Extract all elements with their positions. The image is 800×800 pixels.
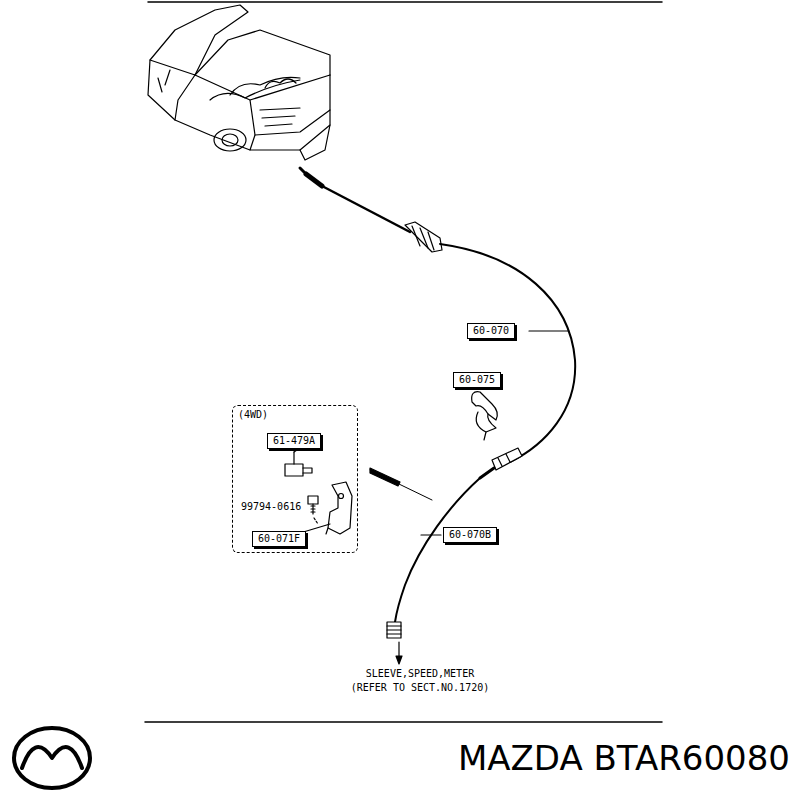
- cable-clip: [472, 392, 498, 440]
- node-text: (4WD): [238, 409, 268, 420]
- part-number-box: 61-479A: [267, 433, 321, 449]
- reference-note: (REFER TO SECT.NO.1720): [351, 682, 489, 694]
- part-number-box: 60-075: [453, 372, 501, 388]
- variant-group: (4WD) 61-479A 60-071F: [232, 405, 358, 553]
- node-text: 60-070B: [449, 529, 491, 540]
- leader-line: [421, 534, 441, 535]
- part-name: SLEEVE,SPEED,METER: [366, 668, 474, 680]
- part-number: 99794-0616: [241, 501, 301, 513]
- car-illustration: [148, 5, 330, 160]
- bracket: [326, 482, 352, 534]
- leader-line: [529, 330, 569, 331]
- caption: MAZDA BTAR60080: [458, 738, 790, 778]
- part-number-box: 60-071F: [252, 531, 306, 547]
- part-number-box: 60-070B: [443, 527, 497, 543]
- frame-line: [148, 1, 662, 3]
- part-number-box: 60-070: [467, 323, 515, 339]
- mazda-logo: [14, 728, 90, 788]
- bolt: [308, 496, 318, 514]
- speedometer-cable: [300, 168, 575, 638]
- frame-line: [145, 721, 662, 723]
- node-text: 60-075: [459, 374, 495, 385]
- node-text: 60-070: [473, 325, 509, 336]
- pointer-line: [370, 468, 400, 486]
- node-text: 61-479A: [273, 435, 315, 446]
- node-text: 60-071F: [258, 533, 300, 544]
- speed-sensor: [285, 452, 312, 476]
